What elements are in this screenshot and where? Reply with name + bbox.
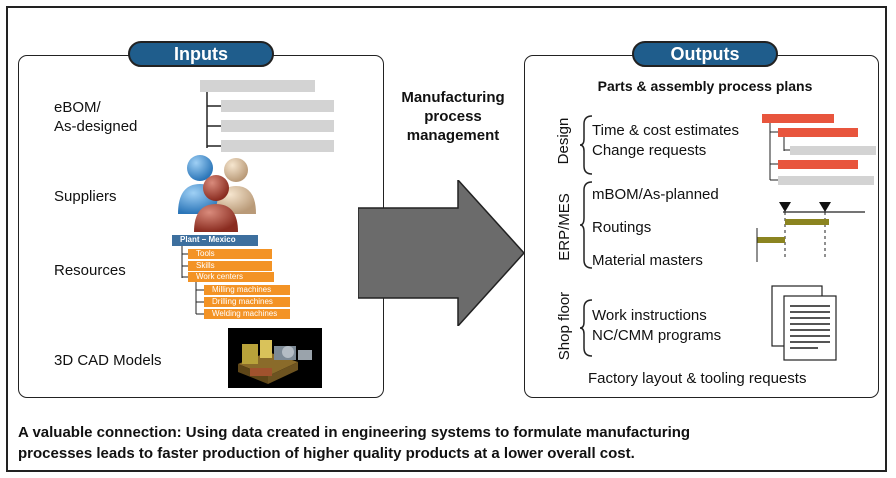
shopfloor-item-work-instructions: Work instructions (592, 307, 707, 324)
cad-model-image (228, 328, 322, 388)
shopfloor-bracket (580, 299, 593, 357)
outputs-footer: Factory layout & tooling requests (588, 370, 807, 387)
resources-skills: Skills (188, 261, 272, 271)
figure-caption: A valuable connection: Using data create… (18, 424, 691, 462)
erp-item-routings: Routings (592, 219, 652, 236)
resources-tools: Tools (188, 249, 272, 259)
input-cad-label: 3D CAD Models (54, 352, 162, 369)
erp-bracket (580, 181, 593, 269)
input-ebom-label: eBOM/ As-designed (54, 99, 138, 135)
design-item-time-cost: Time & cost estimates (592, 122, 739, 139)
input-resources-label: Resources (54, 262, 126, 279)
ebom-tree-graphic (200, 80, 334, 152)
inputs-panel (18, 55, 384, 398)
resources-work-centers: Work centers (188, 272, 274, 282)
input-suppliers-label: Suppliers (54, 188, 117, 205)
design-plan-graphic (762, 114, 876, 185)
resources-drilling: Drilling machines (204, 297, 290, 307)
design-item-change-requests: Change requests (592, 142, 707, 159)
outputs-title: Outputs (632, 41, 778, 67)
section-erp-label: ERP/MES (556, 193, 573, 261)
erp-item-material-masters: Material masters (592, 252, 703, 269)
flow-arrow (358, 180, 526, 326)
suppliers-people-icon (178, 155, 256, 232)
middle-label: Manufacturing process management (401, 89, 505, 144)
outputs-heading: Parts & assembly process plans (597, 78, 813, 94)
resources-milling: Milling machines (204, 285, 290, 295)
section-design-label: Design (555, 117, 572, 165)
resources-tree-lines (181, 246, 204, 315)
erp-item-mbom: mBOM/As-planned (592, 186, 719, 203)
resources-root: Plant – Mexico (172, 235, 258, 246)
figure-frame (6, 6, 887, 472)
shopfloor-item-nc-cmm: NC/CMM programs (592, 327, 722, 344)
design-bracket (580, 115, 593, 175)
routing-timeline-graphic (756, 202, 865, 262)
section-shopfloor-label: Shop floor (556, 291, 573, 361)
inputs-title: Inputs (128, 41, 274, 67)
resources-welding: Welding machines (204, 309, 290, 319)
documents-icon (771, 285, 837, 361)
